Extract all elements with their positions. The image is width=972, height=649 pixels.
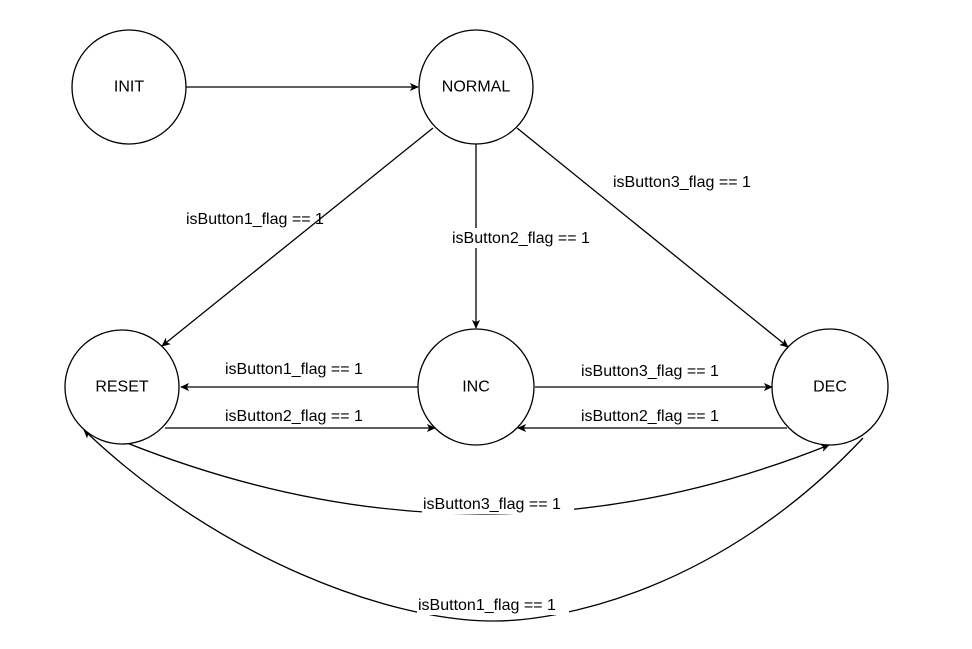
label-reset-to-inc: isButton2_flag == 1 (225, 408, 363, 425)
label-reset-to-dec: isButton3_flag == 1 (423, 496, 561, 513)
state-init-label: INIT (114, 79, 144, 96)
label-dec-to-reset: isButton1_flag == 1 (418, 597, 556, 614)
state-inc-label: INC (462, 379, 490, 396)
state-dec-label: DEC (813, 379, 847, 396)
state-dec: DEC (771, 328, 889, 446)
edge-dec-to-reset (83, 429, 864, 622)
label-inc-to-dec: isButton3_flag == 1 (581, 363, 719, 380)
state-normal-label: NORMAL (442, 79, 511, 96)
label-normal-to-reset: isButton1_flag == 1 (186, 211, 324, 228)
label-inc-to-reset: isButton1_flag == 1 (225, 361, 363, 378)
state-init: INIT (71, 29, 187, 145)
state-reset-label: RESET (95, 379, 149, 396)
label-normal-to-inc: isButton2_flag == 1 (452, 230, 590, 247)
edge-normal-to-dec (516, 127, 789, 348)
state-inc: INC (417, 328, 535, 446)
label-normal-to-dec: isButton3_flag == 1 (613, 174, 751, 191)
label-dec-to-inc: isButton2_flag == 1 (581, 408, 719, 425)
transition-labels: isButton1_flag == 1 isButton2_flag == 1 … (186, 174, 751, 615)
state-normal: NORMAL (418, 29, 534, 145)
state-reset: RESET (64, 329, 180, 445)
states: INIT NORMAL RESET INC DEC (64, 29, 889, 446)
edge-normal-to-reset (161, 127, 434, 347)
